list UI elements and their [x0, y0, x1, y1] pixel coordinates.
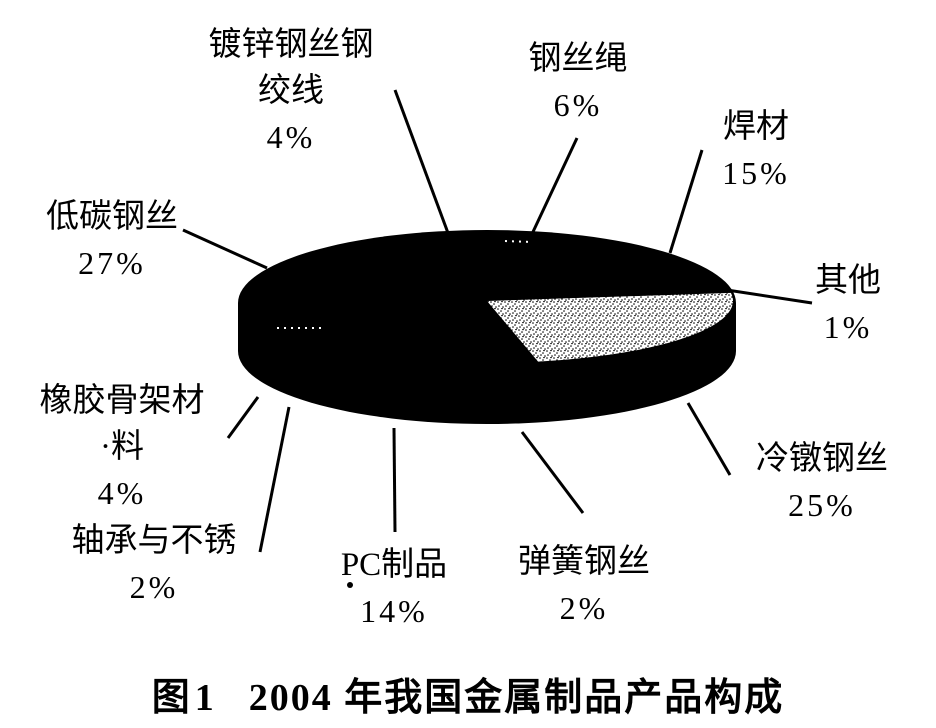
scan-artifact-speckles — [504, 240, 532, 243]
leader-line-slice-2 — [668, 149, 704, 254]
figure-caption-title: 2004 年我国金属制品产品构成 — [248, 677, 785, 719]
figure-caption: 图1 2004 年我国金属制品产品构成 — [0, 666, 936, 721]
leader-line-slice-5 — [520, 431, 585, 514]
figure-caption-number: 图1 — [151, 677, 219, 719]
scan-artifact-dot — [347, 582, 353, 588]
highlighted-slice-wedge — [487, 292, 733, 362]
leader-line-slice-8 — [226, 396, 260, 439]
leader-line-slice-6 — [392, 427, 397, 533]
leader-line-slice-4 — [686, 402, 732, 476]
leader-line-slice-3 — [726, 288, 813, 305]
leader-line-slice-0 — [393, 89, 450, 234]
leader-line-slice-1 — [530, 137, 579, 235]
leader-line-slice-9 — [182, 228, 268, 270]
leader-line-slice-7 — [258, 406, 291, 553]
